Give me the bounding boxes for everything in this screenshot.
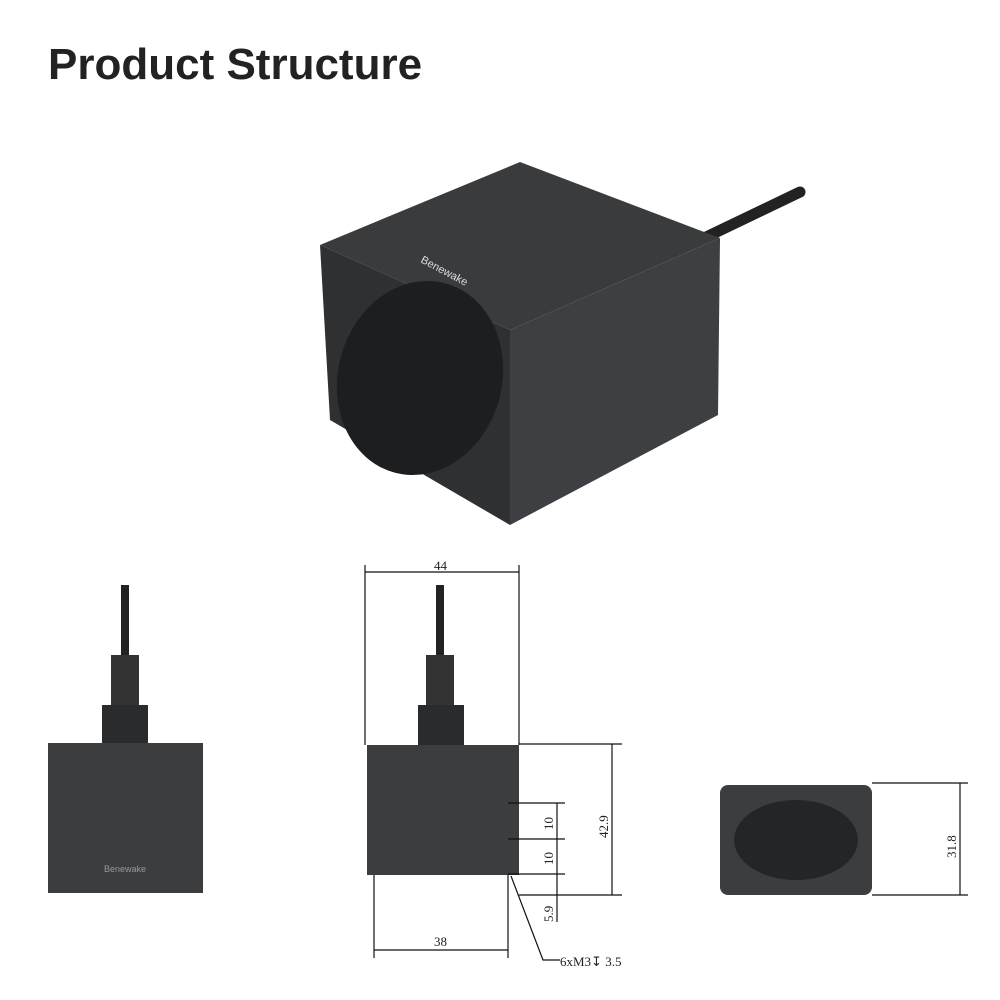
- product-side-view: 31.8: [720, 782, 968, 896]
- dim-width-top: 44: [434, 558, 448, 573]
- dim-height-total: 42.9: [596, 815, 611, 838]
- product-3d-view: Benewake: [320, 162, 806, 525]
- dim-hole-offset: 5.9: [541, 906, 556, 922]
- page-title: Product Structure: [48, 40, 423, 89]
- logo-front: Benewake: [104, 864, 146, 874]
- dim-hole-width: 38: [434, 934, 447, 949]
- dim-hole-spacing-1: 10: [541, 817, 556, 830]
- dim-side-height: 31.8: [944, 835, 959, 858]
- product-dimension-view: 44 42.9 10 10 5.9 38 6xM3↧ 3.5: [364, 558, 622, 969]
- dim-thread-note: 6xM3↧ 3.5: [560, 954, 621, 969]
- dim-hole-spacing-2: 10: [541, 852, 556, 865]
- product-front-view: Benewake: [48, 585, 203, 893]
